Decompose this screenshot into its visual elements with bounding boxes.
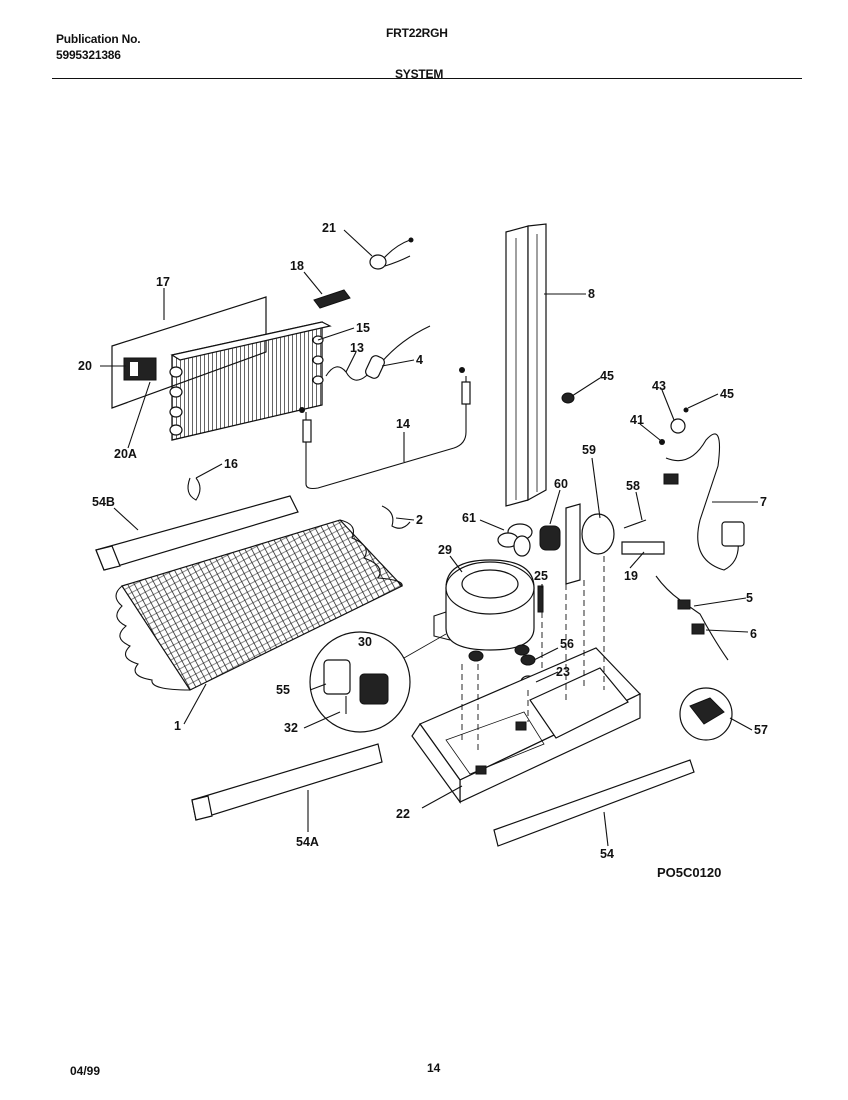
callout-54: 54 <box>600 847 614 861</box>
fan-motor <box>539 525 561 551</box>
publication-number: 5995321386 <box>56 48 121 62</box>
callout-59: 59 <box>582 443 596 457</box>
relay-inset <box>309 631 447 733</box>
compressor <box>433 559 535 662</box>
callout-43: 43 <box>652 379 666 393</box>
base-pan <box>411 647 642 804</box>
hardware-screw <box>561 392 689 445</box>
grounding-clip <box>670 418 686 434</box>
section-title: SYSTEM <box>395 67 444 81</box>
evaporator-coil <box>169 321 332 441</box>
callout-8: 8 <box>588 287 595 301</box>
callout-54b: 54B <box>92 495 115 509</box>
header-rule <box>52 78 802 79</box>
callout-29: 29 <box>438 543 452 557</box>
callout-20: 20 <box>78 359 92 373</box>
callout-55: 55 <box>276 683 290 697</box>
wire-coil <box>369 237 414 270</box>
callout-45b: 45 <box>720 387 734 401</box>
callout-30: 30 <box>358 635 372 649</box>
bracket-right <box>493 759 695 847</box>
callout-56: 56 <box>560 637 574 651</box>
page-number: 14 <box>427 1061 441 1075</box>
callout-5: 5 <box>746 591 753 605</box>
callout-32: 32 <box>284 721 298 735</box>
defrost-heater <box>299 367 471 490</box>
drain-tube <box>621 541 665 555</box>
condenser-bracket-upper <box>95 495 299 571</box>
model-number: FRT22RGH <box>386 26 448 40</box>
callout-57: 57 <box>754 723 768 737</box>
callout-14: 14 <box>396 417 410 431</box>
fan-blade <box>497 523 533 557</box>
leader-lines <box>100 229 758 847</box>
callout-1: 1 <box>174 719 181 733</box>
callout-7: 7 <box>760 495 767 509</box>
callout-23: 23 <box>556 665 570 679</box>
callout-20a: 20A <box>114 447 137 461</box>
thermostat-bracket <box>313 289 351 309</box>
callout-6: 6 <box>750 627 757 641</box>
callout-61: 61 <box>462 511 476 525</box>
harness-connectors <box>655 575 729 661</box>
callout-2: 2 <box>416 513 423 527</box>
retaining-clip <box>187 477 201 501</box>
power-cord <box>663 433 745 571</box>
callout-58: 58 <box>626 479 640 493</box>
bracket-left <box>191 743 383 821</box>
callout-60: 60 <box>554 477 568 491</box>
overload-inset <box>679 687 733 741</box>
callout-25: 25 <box>534 569 548 583</box>
callout-17: 17 <box>156 275 170 289</box>
defrost-clip <box>123 357 157 381</box>
publication-label: Publication No. <box>56 32 141 46</box>
callout-15: 15 <box>356 321 370 335</box>
motor-screw <box>623 519 647 529</box>
callout-13: 13 <box>350 341 364 355</box>
publication-date: 04/99 <box>70 1064 101 1078</box>
motor-bracket <box>565 503 615 585</box>
tube-clip <box>381 505 411 529</box>
mounting-bolt <box>537 585 544 613</box>
callout-54a: 54A <box>296 835 319 849</box>
duct-cover <box>505 223 547 507</box>
callout-41: 41 <box>630 413 644 427</box>
diagram-code: PO5C0120 <box>657 865 722 880</box>
callout-18: 18 <box>290 259 304 273</box>
condenser-coil <box>115 519 403 691</box>
callout-21: 21 <box>322 221 336 235</box>
callout-22: 22 <box>396 807 410 821</box>
callout-19: 19 <box>624 569 638 583</box>
callout-4: 4 <box>416 353 423 367</box>
callout-45: 45 <box>600 369 614 383</box>
alignment-lines <box>461 556 605 750</box>
capillary-tube <box>325 325 431 381</box>
callout-16: 16 <box>224 457 238 471</box>
